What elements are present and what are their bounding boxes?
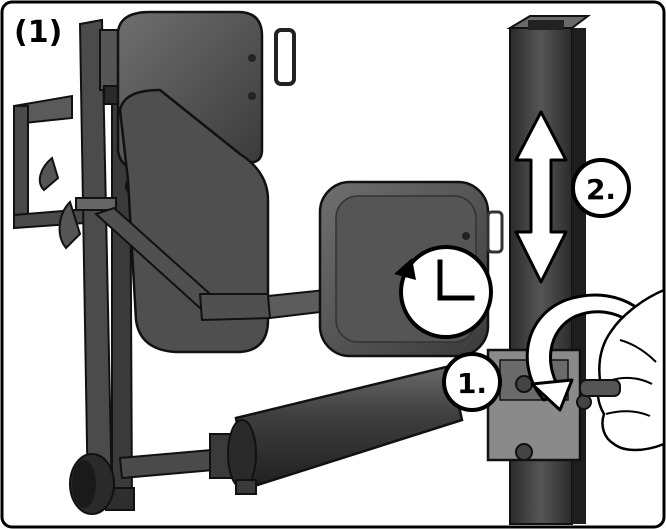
- up-down-arrow-icon: [514, 110, 568, 284]
- step-2-label: 2.: [586, 173, 616, 206]
- step-1-marker: 1.: [442, 352, 502, 412]
- back-frame: [13, 18, 194, 511]
- hand-icon: [579, 288, 666, 452]
- backrest-pad: [116, 10, 296, 354]
- panel-label: (1): [14, 15, 62, 50]
- clock-icon: [394, 245, 493, 339]
- step-1-label: 1.: [457, 367, 487, 400]
- step-2-marker: 2.: [571, 158, 631, 218]
- gas-cylinder: [69, 364, 464, 515]
- panel-label-bg: [8, 8, 70, 48]
